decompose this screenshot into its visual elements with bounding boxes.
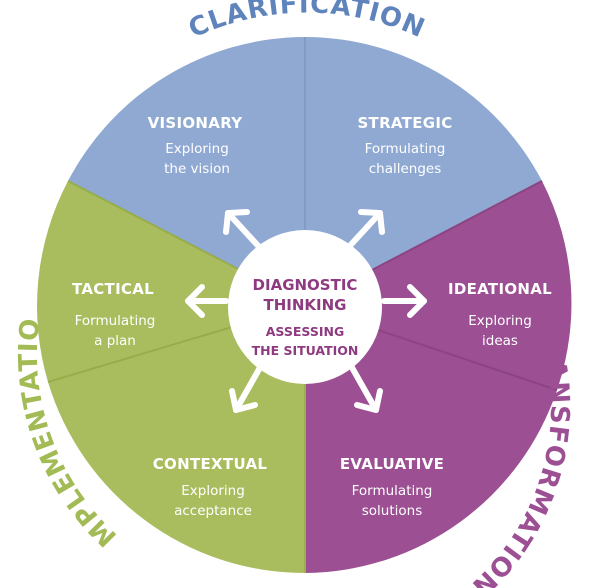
segment-tactical-title: TACTICAL [72,280,154,298]
segment-evaluative-line2: solutions [362,503,423,519]
segment-tactical-line2: a plan [94,333,136,349]
segment-contextual-line2: acceptance [174,503,252,519]
segment-evaluative: EVALUATIVE Formulating solutions [340,455,444,519]
segment-visionary: VISIONARY Exploring the vision [148,114,244,177]
segment-strategic-line2: challenges [369,161,442,177]
center-circle [228,230,382,384]
segment-evaluative-title: EVALUATIVE [340,455,444,473]
arrow-left-icon [185,284,229,318]
segment-strategic-line1: Formulating [365,141,446,157]
segment-evaluative-bg [305,305,557,573]
segment-ideational-line1: Exploring [468,313,532,329]
segment-strategic-title: STRATEGIC [357,114,452,132]
arrow-down-left-icon [229,361,265,413]
segment-evaluative-line1: Formulating [352,483,433,499]
segment-dividers [47,37,558,573]
segment-tactical-bg [37,181,305,382]
segment-visionary-line2: the vision [164,161,230,177]
segment-visionary-title: VISIONARY [148,114,244,132]
segment-ideational-bg [305,181,572,390]
segment-strategic-bg [305,37,542,305]
segment-contextual: CONTEXTUAL Exploring acceptance [153,455,268,519]
segment-tactical: TACTICAL Formulating a plan [72,280,155,349]
center-sub-line2: THE SITUATION [252,343,359,358]
segment-contextual-line1: Exploring [181,483,245,499]
segment-visionary-line1: Exploring [165,141,229,157]
center-title-line2: THINKING [264,296,347,314]
segment-visionary-bg [68,37,305,305]
arrows [185,209,427,413]
segment-contextual-title: CONTEXTUAL [153,455,268,473]
segment-ideational-line2: ideas [482,333,518,349]
segment-strategic: STRATEGIC Formulating challenges [357,114,452,177]
center-sub-line1: ASSESSING [266,324,344,339]
segment-ideational: IDEATIONAL Exploring ideas [448,280,552,349]
arrow-right-icon [381,284,427,318]
segment-ideational-title: IDEATIONAL [448,280,552,298]
arrow-up-left-icon [223,209,265,253]
segment-contextual-bg [48,305,305,574]
arrow-up-right-icon [343,209,385,253]
segment-tactical-line1: Formulating [75,313,156,329]
center-title-line1: DIAGNOSTIC [253,276,358,294]
arrow-down-right-icon [347,361,383,413]
